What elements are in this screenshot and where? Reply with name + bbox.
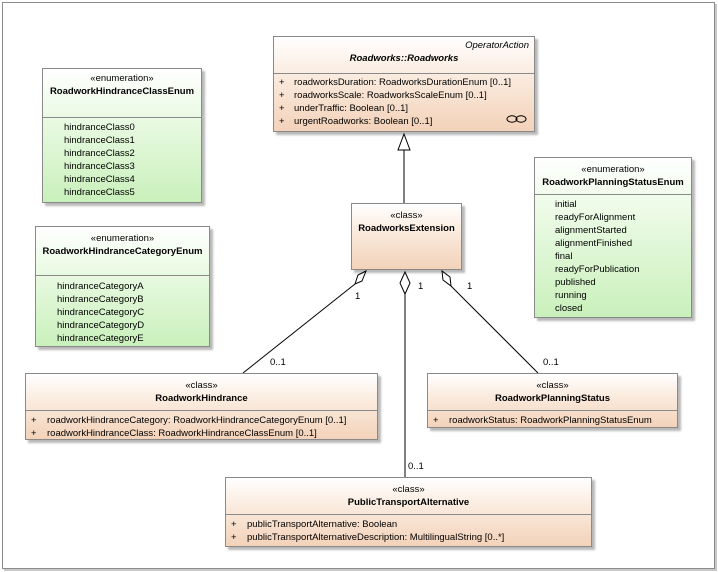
enum-literal: readyForPublication [555, 264, 640, 275]
enum-literal: hindranceCategoryE [57, 333, 144, 344]
enum-stereotype: «enumeration» [90, 73, 154, 84]
class-name: PublicTransportAlternative [347, 497, 470, 508]
attribute-row: +roadworkHindranceClass: RoadworkHindran… [31, 428, 317, 439]
public-transport-alternative-class-box[interactable]: «class» PublicTransportAlternative +publ… [225, 477, 592, 547]
association-hindrance-line [242, 283, 356, 374]
multiplicity-label: 1 [418, 281, 424, 292]
attribute-list: +roadworkStatus: RoadworkPlanningStatusE… [428, 414, 677, 427]
roadwork-planning-status-class-box[interactable]: «class» RoadworkPlanningStatus +roadwork… [427, 373, 678, 428]
enum-literal: hindranceClass1 [64, 135, 135, 146]
attribute-row: +roadworksScale: RoadworksScaleEnum [0..… [279, 90, 487, 101]
class-tag: OperatorAction [465, 40, 529, 51]
compartment-divider [36, 275, 209, 276]
attribute-list: +roadworkHindranceCategory: RoadworkHind… [26, 414, 377, 440]
literal-list: initial readyForAlignment alignmentStart… [555, 198, 691, 315]
aggregation-diamond-planning-status [441, 269, 452, 288]
roadwork-hindrance-class-box[interactable]: «class» RoadworkHindrance +roadworkHindr… [25, 373, 378, 440]
class-stereotype: «class» [390, 210, 423, 221]
enum-literal: closed [555, 303, 583, 314]
enum-literal: hindranceClass3 [64, 161, 135, 172]
enum-literal: readyForAlignment [555, 212, 636, 223]
class-name: RoadworkHindrance [155, 393, 248, 404]
enum-literal: hindranceCategoryB [57, 294, 144, 305]
attribute-row: +roadworkHindranceCategory: RoadworkHind… [31, 415, 347, 426]
enum-literal: hindranceClass2 [64, 148, 135, 159]
enum-literal: running [555, 290, 587, 301]
attribute-row: +publicTransportAlternative: Boolean [231, 519, 398, 530]
compartment-divider [226, 514, 591, 515]
aggregation-diamond-hindrance [354, 269, 367, 285]
enum-literal: final [555, 251, 573, 262]
attribute-row: +roadworksDuration: RoadworksDurationEnu… [279, 77, 512, 88]
roadworks-class-box[interactable]: OperatorAction Roadworks::Roadworks +roa… [273, 36, 535, 132]
attribute-row: +urgentRoadworks: Boolean [0..1] [279, 116, 433, 127]
class-stereotype: «class» [536, 380, 569, 391]
class-name: RoadworksExtension [358, 223, 455, 234]
multiplicity-label: 0..1 [270, 357, 286, 368]
enum-literal: published [555, 277, 596, 288]
compartment-divider [535, 194, 691, 195]
enum-name: RoadworkHindranceClassEnum [49, 86, 195, 97]
literal-list: hindranceClass0 hindranceClass1 hindranc… [64, 121, 201, 199]
class-name: Roadworks::Roadworks [349, 53, 459, 64]
compartment-divider [274, 73, 534, 74]
multiplicity-label: 1 [355, 291, 361, 302]
enum-literal: hindranceClass0 [64, 122, 135, 133]
hindrance-class-enum-box[interactable]: «enumeration» RoadworkHindranceClassEnum… [42, 68, 202, 203]
link-icon [506, 115, 527, 123]
roadworks-extension-class-box[interactable]: «class» RoadworksExtension [351, 203, 462, 270]
enum-literal: alignmentStarted [555, 225, 627, 236]
enum-literal: hindranceCategoryC [57, 307, 145, 318]
enum-literal: initial [555, 199, 577, 210]
enum-stereotype: «enumeration» [581, 164, 645, 175]
multiplicity-label: 1 [467, 281, 473, 292]
enum-literal: hindranceCategoryA [57, 281, 144, 292]
association-planning-status-line [450, 285, 539, 374]
multiplicity-label: 0..1 [543, 357, 559, 368]
aggregation-diamond-public-transport [399, 270, 411, 296]
enum-name: RoadworkPlanningStatusEnum [542, 177, 684, 188]
compartment-divider [428, 410, 677, 411]
literal-list: hindranceCategoryA hindranceCategoryB hi… [57, 280, 209, 345]
enum-literal: hindranceCategoryD [57, 320, 145, 331]
enum-literal: hindranceClass5 [64, 187, 135, 198]
enum-name: RoadworkHindranceCategoryEnum [42, 246, 203, 257]
class-stereotype: «class» [392, 484, 425, 495]
hindrance-category-enum-box[interactable]: «enumeration» RoadworkHindranceCategoryE… [35, 226, 210, 347]
attribute-list: +publicTransportAlternative: Boolean +pu… [226, 518, 591, 544]
enum-stereotype: «enumeration» [90, 233, 155, 244]
planning-status-enum-box[interactable]: «enumeration» RoadworkPlanningStatusEnum… [534, 157, 692, 318]
enum-literal: hindranceClass4 [64, 174, 135, 185]
attribute-list: +roadworksDuration: RoadworksDurationEnu… [274, 76, 534, 128]
enum-literal: alignmentFinished [555, 238, 633, 249]
generalization-arrowhead [397, 132, 411, 151]
compartment-divider [43, 117, 201, 118]
attribute-row: +publicTransportAlternativeDescription: … [231, 532, 505, 543]
attribute-row: +roadworkStatus: RoadworkPlanningStatusE… [433, 415, 652, 426]
class-name: RoadworkPlanningStatus [494, 393, 611, 404]
multiplicity-label: 0..1 [408, 461, 424, 472]
compartment-divider [26, 410, 377, 411]
attribute-row: +underTraffic: Boolean [0..1] [279, 103, 409, 114]
class-stereotype: «class» [185, 380, 218, 391]
